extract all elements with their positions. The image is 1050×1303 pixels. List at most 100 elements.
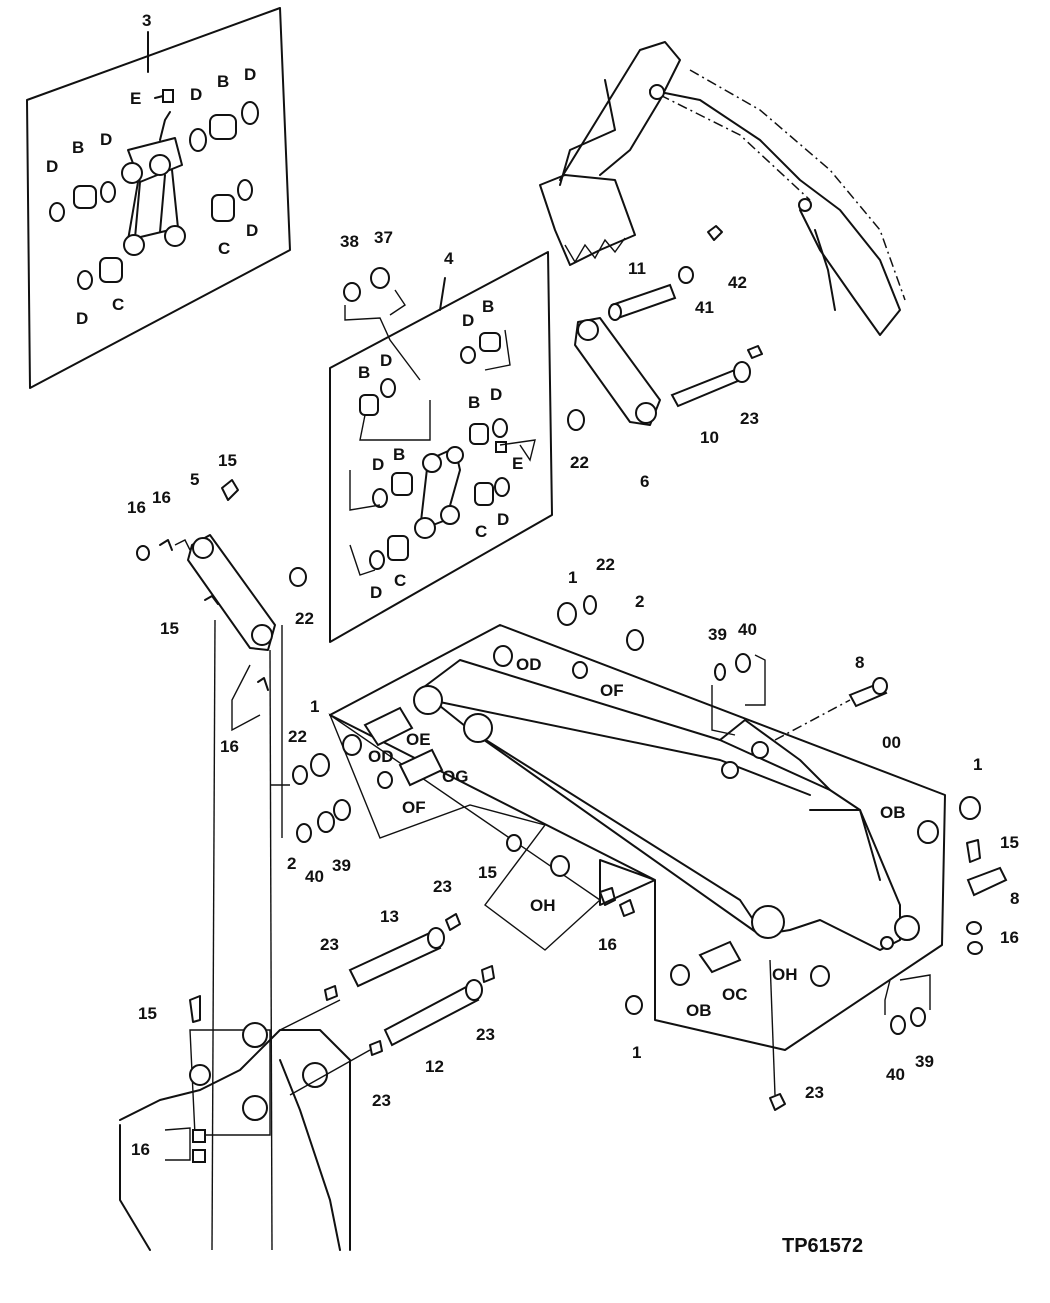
- callout-23: 23: [476, 1025, 495, 1044]
- callout-23: 23: [372, 1091, 391, 1110]
- pins-13-12: [324, 913, 495, 1056]
- letter-E: E: [512, 454, 523, 473]
- letter-D: D: [490, 385, 502, 404]
- callout-23: 23: [320, 935, 339, 954]
- callout-10: 10: [700, 428, 719, 447]
- letter-E: E: [130, 89, 141, 108]
- letter-D: D: [46, 157, 58, 176]
- callout-22: 22: [288, 727, 307, 746]
- letter-B: B: [217, 72, 229, 91]
- callout-15: 15: [218, 451, 237, 470]
- callout-22: 22: [596, 555, 615, 574]
- callout-00: 00: [882, 733, 901, 752]
- callout-11: 11: [628, 259, 646, 278]
- callout-2: 2: [635, 592, 644, 611]
- letter-OE: OE: [406, 730, 431, 749]
- letter-D: D: [244, 65, 256, 84]
- letter-D: D: [372, 455, 384, 474]
- link-5: [136, 479, 307, 732]
- letter-D: D: [462, 311, 474, 330]
- mount-frame: [119, 995, 371, 1251]
- callout-23: 23: [740, 409, 759, 428]
- callout-15: 15: [478, 863, 497, 882]
- parts-38-37: [343, 267, 421, 381]
- callout-1: 1: [310, 697, 319, 716]
- letter-C: C: [394, 571, 406, 590]
- callout-6: 6: [640, 472, 649, 491]
- letter-OH: OH: [772, 965, 798, 984]
- letter-OD: OD: [516, 655, 542, 674]
- callout-4: 4: [444, 249, 454, 268]
- letter-B: B: [468, 393, 480, 412]
- callout-3: 3: [142, 11, 151, 30]
- letter-B: B: [482, 297, 494, 316]
- pin-11-group: [608, 225, 723, 321]
- callout-16: 16: [598, 935, 617, 954]
- washers-spacers: [292, 595, 1008, 1111]
- letter-labels: E D B D D B D D C D C D B B D D B E D B …: [46, 65, 906, 1020]
- letter-D: D: [497, 510, 509, 529]
- letter-D: D: [380, 351, 392, 370]
- kit-4-box: [329, 251, 553, 643]
- letter-D: D: [246, 221, 258, 240]
- callout-39: 39: [708, 625, 727, 644]
- callout-37: 37: [374, 228, 393, 247]
- boom-box-00: [328, 624, 946, 1051]
- letter-OF: OF: [600, 681, 624, 700]
- letter-OB: OB: [686, 1001, 712, 1020]
- callout-38: 38: [340, 232, 359, 251]
- letter-C: C: [112, 295, 124, 314]
- figure-id: TP61572: [782, 1235, 863, 1257]
- callout-16: 16: [152, 488, 171, 507]
- callout-16: 16: [1000, 928, 1019, 947]
- callout-15: 15: [138, 1004, 157, 1023]
- callout-40: 40: [886, 1065, 905, 1084]
- callout-1: 1: [568, 568, 577, 587]
- callout-22: 22: [295, 609, 314, 628]
- backhoe-outline: [539, 41, 906, 336]
- callout-22: 22: [570, 453, 589, 472]
- leader-lines: [211, 619, 290, 1251]
- letter-OF: OF: [402, 798, 426, 817]
- letter-OG: OG: [442, 767, 468, 786]
- callout-2: 2: [287, 854, 296, 873]
- letter-OD: OD: [368, 747, 394, 766]
- callout-16: 16: [220, 737, 239, 756]
- callout-8: 8: [855, 653, 864, 672]
- link-6: [567, 317, 661, 431]
- callout-16: 16: [131, 1140, 150, 1159]
- letter-D: D: [100, 130, 112, 149]
- callout-15: 15: [1000, 833, 1019, 852]
- callout-23: 23: [433, 877, 452, 896]
- callout-5: 5: [190, 470, 199, 489]
- letter-OB: OB: [880, 803, 906, 822]
- callout-13: 13: [380, 907, 399, 926]
- letter-B: B: [72, 138, 84, 157]
- letter-C: C: [475, 522, 487, 541]
- callout-15: 15: [160, 619, 179, 638]
- letter-OH: OH: [530, 896, 556, 915]
- letter-D: D: [190, 85, 202, 104]
- pin-10: [670, 345, 763, 408]
- letter-OC: OC: [722, 985, 748, 1004]
- callout-39: 39: [332, 856, 351, 875]
- callout-8: 8: [1010, 889, 1019, 908]
- letter-C: C: [218, 239, 230, 258]
- letter-D: D: [76, 309, 88, 328]
- callout-1: 1: [973, 755, 982, 774]
- callout-1: 1: [632, 1043, 641, 1062]
- callout-40: 40: [305, 867, 324, 886]
- callout-41: 41: [695, 298, 714, 317]
- kit-3-inset: [26, 7, 291, 389]
- callout-42: 42: [728, 273, 747, 292]
- letter-B: B: [393, 445, 405, 464]
- callout-23: 23: [805, 1083, 824, 1102]
- letter-D: D: [370, 583, 382, 602]
- letter-B: B: [358, 363, 370, 382]
- callout-12: 12: [425, 1057, 444, 1076]
- callout-39: 39: [915, 1052, 934, 1071]
- callout-labels: 3 38 37 4 11 41 42 10 23 22 6 15 5 16 16…: [127, 11, 1019, 1159]
- callout-16: 16: [127, 498, 146, 517]
- callout-40: 40: [738, 620, 757, 639]
